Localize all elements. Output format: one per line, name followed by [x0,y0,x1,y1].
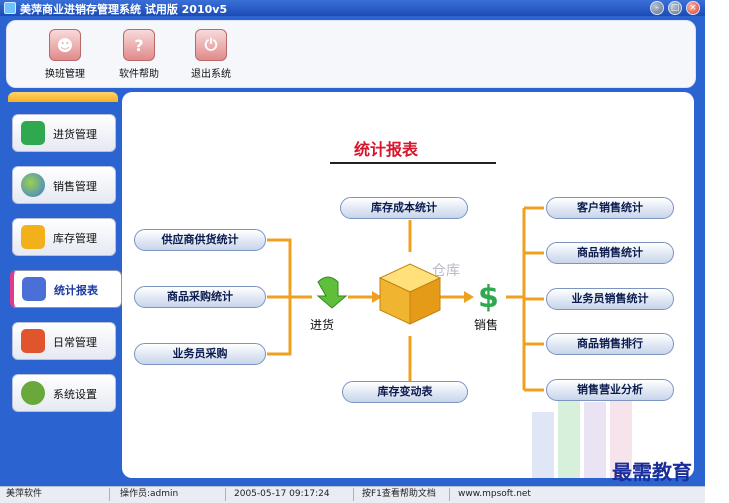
sidebar-item-label: 库存管理 [53,232,97,245]
sidebar: 进货管理 销售管理 库存管理 统计报表 日常管理 系统设置 [8,92,122,478]
star-icon [21,225,45,249]
sidebar-item-purchase[interactable]: 进货管理 [12,114,116,152]
product-sales-ranking-button[interactable]: 商品销售排行 [546,333,674,355]
sidebar-item-label: 销售管理 [53,180,97,193]
warehouse-label: 仓库 [432,263,460,279]
shift-management-button[interactable]: ☻ 换班管理 [37,29,93,83]
pie-chart-icon [21,173,45,197]
minimize-icon[interactable]: - [650,1,664,15]
sidebar-rail [8,92,118,102]
gear-icon [21,381,45,405]
sidebar-item-reports[interactable]: 统计报表 [10,270,122,308]
purchase-arrow-icon [316,276,348,309]
decorative-bars [532,384,632,478]
salesperson-purchase-button[interactable]: 业务员采购 [134,343,266,365]
status-website: www.mpsoft.net [458,489,531,499]
close-icon[interactable]: × [686,1,700,15]
sidebar-item-label: 日常管理 [53,336,97,349]
customer-sales-stats-button[interactable]: 客户销售统计 [546,197,674,219]
person-swap-icon: ☻ [49,29,81,61]
corner-watermark: 最需教育 [612,460,692,484]
exit-system-label: 退出系统 [191,69,231,80]
sales-label: 销售 [474,318,499,332]
product-purchase-stats-button[interactable]: 商品采购统计 [134,286,266,308]
power-icon: ⏻ [195,29,227,61]
shift-management-label: 换班管理 [45,69,85,80]
salesperson-sales-stats-button[interactable]: 业务员销售统计 [546,288,674,310]
sidebar-item-label: 统计报表 [54,284,98,297]
app-icon [4,2,16,14]
purchase-label: 进货 [310,318,335,332]
product-sales-stats-button[interactable]: 商品销售统计 [546,242,674,264]
window-frame: ☻ 换班管理 ? 软件帮助 ⏻ 退出系统 进货管理 销售管理 [0,16,705,486]
title-divider [330,162,496,164]
sidebar-item-sales[interactable]: 销售管理 [12,166,116,204]
sales-business-analysis-button[interactable]: 销售营业分析 [546,379,674,401]
app-window: 美萍商业进销存管理系统 试用版 2010v5 - □ × ☻ 换班管理 ? 软件… [0,0,705,503]
exit-system-button[interactable]: ⏻ 退出系统 [183,29,239,83]
sidebar-item-settings[interactable]: 系统设置 [12,374,116,412]
status-operator: 操作员:admin [116,488,226,501]
sidebar-item-label: 系统设置 [53,388,97,401]
software-help-button[interactable]: ? 软件帮助 [111,29,167,83]
dollar-icon: $ [478,280,499,315]
report-panel: 统计报表 [122,92,694,478]
status-software: 美萍软件 [2,488,110,501]
toolbar: ☻ 换班管理 ? 软件帮助 ⏻ 退出系统 [6,20,696,88]
sidebar-item-inventory[interactable]: 库存管理 [12,218,116,256]
status-bar: 美萍软件 操作员:admin 2005-05-17 09:17:24 按F1查看… [0,486,705,503]
status-help: 按F1查看帮助文档 [358,488,450,501]
inventory-change-report-button[interactable]: 库存变动表 [342,381,468,403]
flow-connectors: $ [267,206,632,478]
arrowhead-2 [464,291,474,303]
status-datetime: 2005-05-17 09:17:24 [230,488,354,501]
bar-chart-icon [22,277,46,301]
plus-icon [21,121,45,145]
help-icon: ? [123,29,155,61]
page-title: 统计报表 [354,140,419,159]
tools-icon [21,329,45,353]
sidebar-item-label: 进货管理 [53,128,97,141]
software-help-label: 软件帮助 [119,69,159,80]
warehouse-box-icon [378,263,442,325]
sidebar-item-daily[interactable]: 日常管理 [12,322,116,360]
inventory-cost-stats-button[interactable]: 库存成本统计 [340,197,468,219]
maximize-icon[interactable]: □ [668,1,682,15]
title-bar: 美萍商业进销存管理系统 试用版 2010v5 - □ × [0,0,705,16]
svg-text:$: $ [478,280,499,315]
window-title: 美萍商业进销存管理系统 试用版 2010v5 [20,3,228,16]
supplier-supply-stats-button[interactable]: 供应商供货统计 [134,229,266,251]
arrowhead-1 [372,291,382,303]
